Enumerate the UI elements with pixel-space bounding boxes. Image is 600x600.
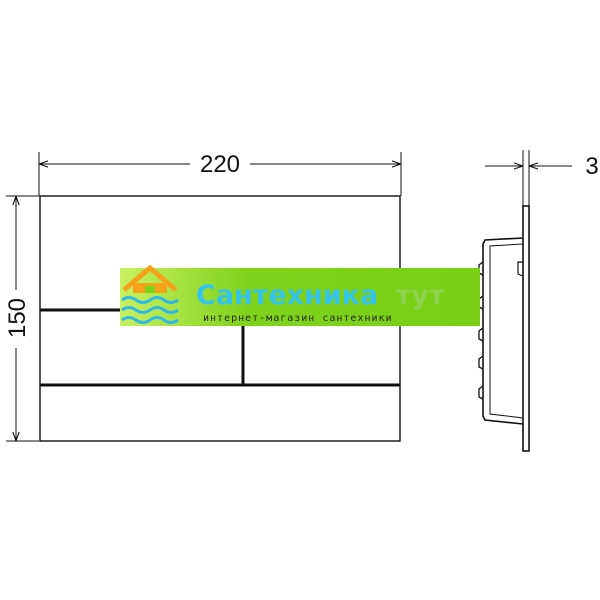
frame-latch — [517, 261, 524, 277]
watermark-brand-tail: тут — [396, 280, 445, 311]
watermark-brand: Сантехника тут — [196, 280, 445, 311]
watermark-tagline: интернет-магазин сантехники — [203, 313, 393, 324]
side-plate — [522, 205, 530, 452]
watermark: Сантехника тут интернет-магазин сантехни… — [120, 264, 480, 326]
mounting-frame — [482, 237, 524, 425]
height-dimension-label: 150 — [4, 298, 31, 338]
width-dimension-label: 220 — [200, 151, 240, 178]
house-waves-logo-icon — [121, 264, 179, 324]
watermark-brand-main: Сантехника — [196, 280, 378, 311]
side-view: 3 — [478, 150, 599, 452]
watermark-band — [120, 268, 480, 326]
depth-dimension-label: 3 — [585, 153, 598, 180]
